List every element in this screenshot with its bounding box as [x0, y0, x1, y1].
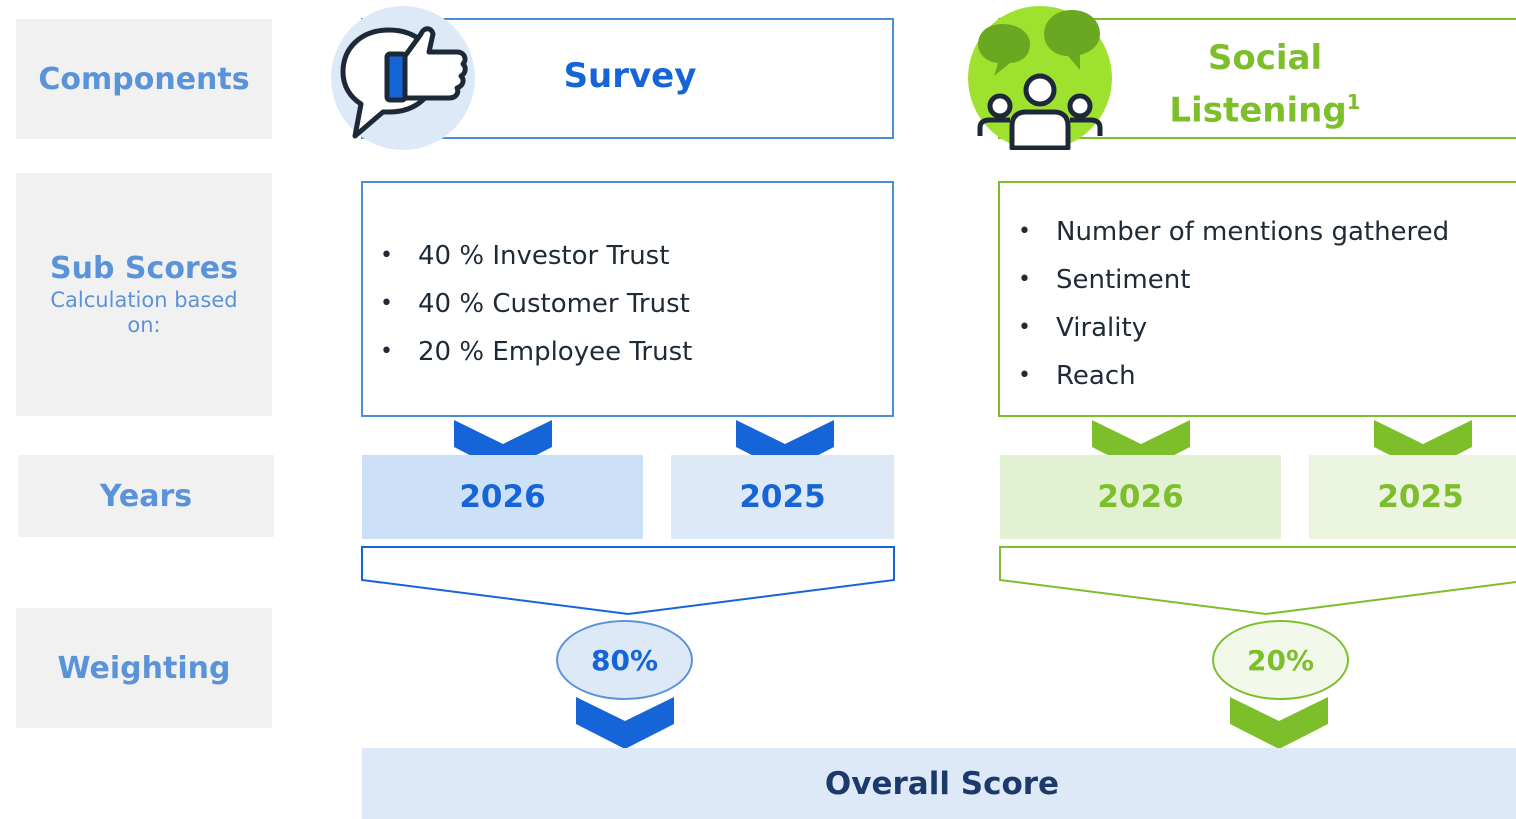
sub-scores-note: Calculation based on:: [50, 288, 238, 337]
row-label-components: Components: [16, 19, 272, 139]
chevron-down-icon: [1230, 697, 1328, 749]
list-item: 40 % Customer Trust: [362, 280, 882, 328]
social-weight-badge: 20%: [1212, 620, 1349, 700]
sub-scores-label: Sub Scores: [50, 251, 238, 286]
list-item: 40 % Investor Trust: [362, 232, 882, 280]
social-title-line2: Listening: [1169, 90, 1347, 131]
social-title-line1: Social: [1207, 38, 1323, 78]
row-label-weighting: Weighting: [16, 608, 272, 728]
list-item: 20 % Employee Trust: [362, 328, 882, 376]
row-label-sub-scores: Sub Scores Calculation based on:: [16, 173, 272, 416]
list-item: Number of mentions gathered: [1000, 208, 1515, 256]
social-year-2025: 2025: [1309, 455, 1516, 539]
weighting-label: Weighting: [57, 650, 231, 686]
social-title: Social Listening1: [1120, 36, 1410, 132]
list-item: Virality: [1000, 304, 1515, 352]
social-year-2026: 2026: [1000, 455, 1281, 539]
survey-merge-bracket: [361, 546, 895, 616]
list-item: Reach: [1000, 352, 1515, 400]
survey-year-2026: 2026: [362, 455, 643, 539]
social-bullet-list: Number of mentions gathered Sentiment Vi…: [1000, 208, 1515, 400]
survey-year-2025: 2025: [671, 455, 894, 539]
survey-title: Survey: [563, 56, 697, 96]
components-label: Components: [38, 61, 250, 97]
survey-weight-badge: 80%: [556, 620, 693, 700]
years-label: Years: [99, 478, 193, 514]
footnote-marker: 1: [1346, 90, 1361, 114]
chevron-down-icon: [576, 697, 674, 749]
overall-score-bar: Overall Score: [362, 748, 1516, 819]
row-label-years: Years: [18, 455, 274, 537]
survey-bullet-list: 40 % Investor Trust 40 % Customer Trust …: [362, 232, 882, 376]
thumbs-up-speech-bubble-icon: [331, 6, 475, 150]
social-merge-bracket: [999, 546, 1516, 616]
list-item: Sentiment: [1000, 256, 1515, 304]
people-chat-icon: [968, 6, 1112, 151]
